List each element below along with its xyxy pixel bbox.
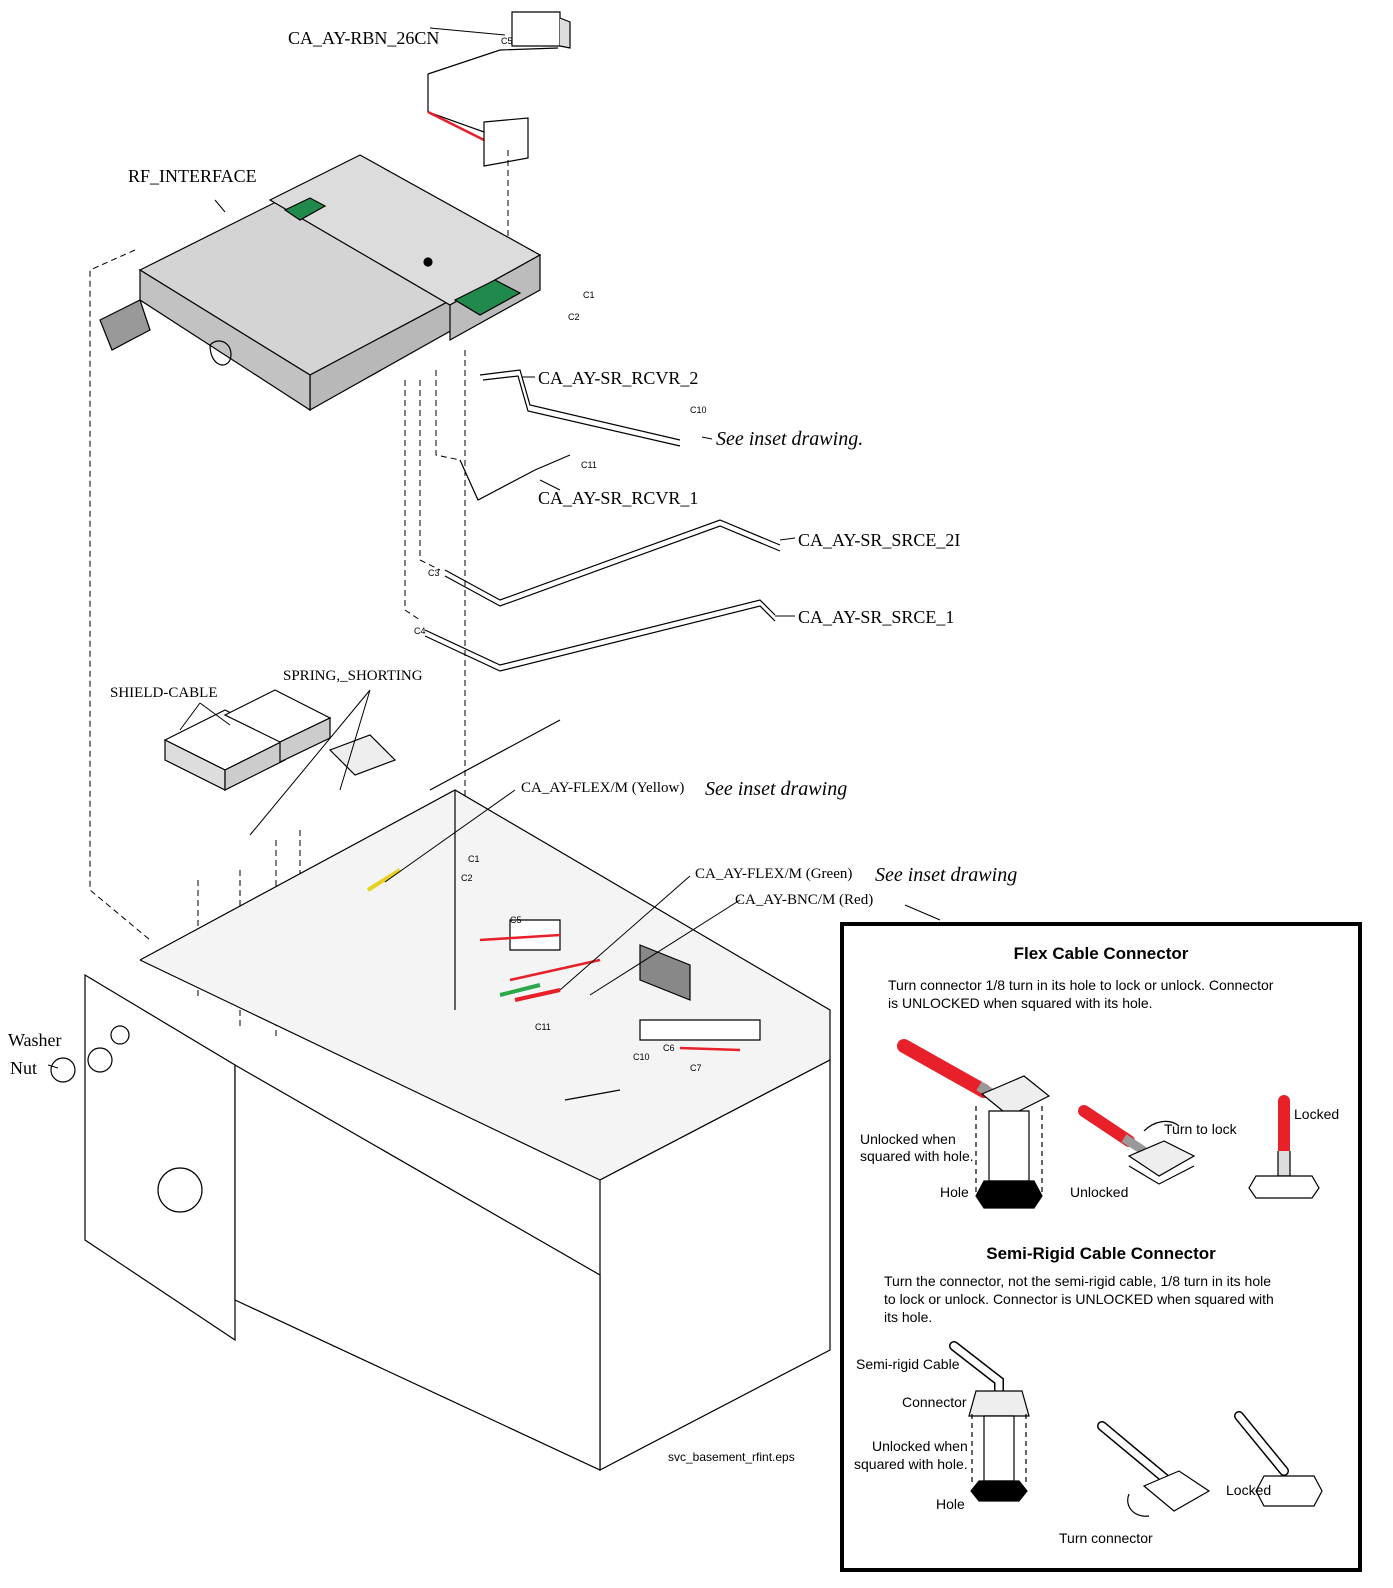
ref-marker: C3 xyxy=(428,568,440,578)
flex-unlocked-label: Unlocked xyxy=(1070,1184,1129,1200)
connector-inset-panel: Flex Cable Connector Turn connector 1/8 … xyxy=(840,922,1362,1572)
flex-green-label: CA_AY-FLEX/M (Green) xyxy=(695,866,853,882)
ref-marker: C5 xyxy=(510,915,522,925)
spring-shorting-label: SPRING,_SHORTING xyxy=(283,668,423,684)
sr-srce-1-label: CA_AY-SR_SRCE_1 xyxy=(798,607,955,627)
flex-unlocked-when-2: squared with hole. xyxy=(860,1148,974,1164)
sr-rcvr-1-label: CA_AY-SR_RCVR_1 xyxy=(538,488,699,508)
semi-locked-label: Locked xyxy=(1226,1482,1272,1498)
semi-rigid-cables xyxy=(424,369,781,672)
ref-marker: C4 xyxy=(414,626,426,636)
flex-unlocked-when-1: Unlocked when xyxy=(860,1131,956,1147)
flex-desc-line-2: is UNLOCKED when squared with its hole. xyxy=(888,995,1153,1011)
ref-marker: C11 xyxy=(581,460,597,470)
ref-marker: C1 xyxy=(583,290,595,300)
semi-desc-line-1: Turn the connector, not the semi-rigid c… xyxy=(884,1273,1272,1289)
ref-marker: C7 xyxy=(690,1063,702,1073)
bnc-red-label: CA_AY-BNC/M (Red) xyxy=(735,892,874,908)
flex-turn-to-lock-label: Turn to lock xyxy=(1164,1121,1237,1137)
ribbon-cable-label: CA_AY-RBN_26CN xyxy=(288,28,440,48)
shield-cables xyxy=(163,689,397,791)
see-inset-label-2: See inset drawing xyxy=(705,778,848,800)
ref-marker: C2 xyxy=(461,873,473,883)
flex-locked-label: Locked xyxy=(1294,1106,1340,1122)
filename-label: svc_basement_rfint.eps xyxy=(668,1450,795,1464)
ref-marker: C2 xyxy=(568,312,580,322)
shield-cable-label: SHIELD-CABLE xyxy=(110,685,218,701)
semi-desc-line-3: its hole. xyxy=(884,1309,933,1325)
inset-drawings xyxy=(897,1039,1323,1517)
ref-marker: C6 xyxy=(663,1043,675,1053)
washer-label: Washer xyxy=(8,1030,62,1050)
nut-label: Nut xyxy=(10,1058,37,1078)
ribbon-cable-assembly xyxy=(427,11,571,167)
see-inset-label-3: See inset drawing xyxy=(875,864,1018,886)
flex-yellow-label: CA_AY-FLEX/M (Yellow) xyxy=(521,780,685,796)
semi-cable-label: Semi-rigid Cable xyxy=(856,1356,960,1372)
basement-chassis xyxy=(50,719,831,1471)
ref-marker: C11 xyxy=(535,1022,551,1032)
flex-desc-line-1: Turn connector 1/8 turn in its hole to l… xyxy=(888,977,1274,993)
see-inset-label-1: See inset drawing. xyxy=(716,428,864,450)
semi-unlocked-when-2: squared with hole. xyxy=(854,1456,968,1472)
semi-unlocked-when-1: Unlocked when xyxy=(872,1438,968,1454)
rf-interface-label: RF_INTERFACE xyxy=(128,166,257,186)
ref-marker: C1 xyxy=(468,854,480,864)
ref-marker: C10 xyxy=(690,405,707,415)
ref-marker: C10 xyxy=(633,1052,650,1062)
flex-hole-label: Hole xyxy=(940,1184,969,1200)
semi-desc-line-2: to lock or unlock. Connector is UNLOCKED… xyxy=(884,1291,1274,1307)
flex-connector-title: Flex Cable Connector xyxy=(1013,944,1189,963)
semi-rigid-title: Semi-Rigid Cable Connector xyxy=(986,1244,1216,1263)
semi-hole-label: Hole xyxy=(936,1496,965,1512)
semi-connector-label: Connector xyxy=(902,1394,967,1410)
sr-rcvr-2-label: CA_AY-SR_RCVR_2 xyxy=(538,368,699,388)
ref-marker: C5 xyxy=(501,36,513,46)
rf-interface-module xyxy=(99,154,542,412)
semi-turn-connector-label: Turn connector xyxy=(1059,1530,1153,1546)
leader-lines xyxy=(47,27,941,1069)
sr-srce-2i-label: CA_AY-SR_SRCE_2I xyxy=(798,530,961,550)
